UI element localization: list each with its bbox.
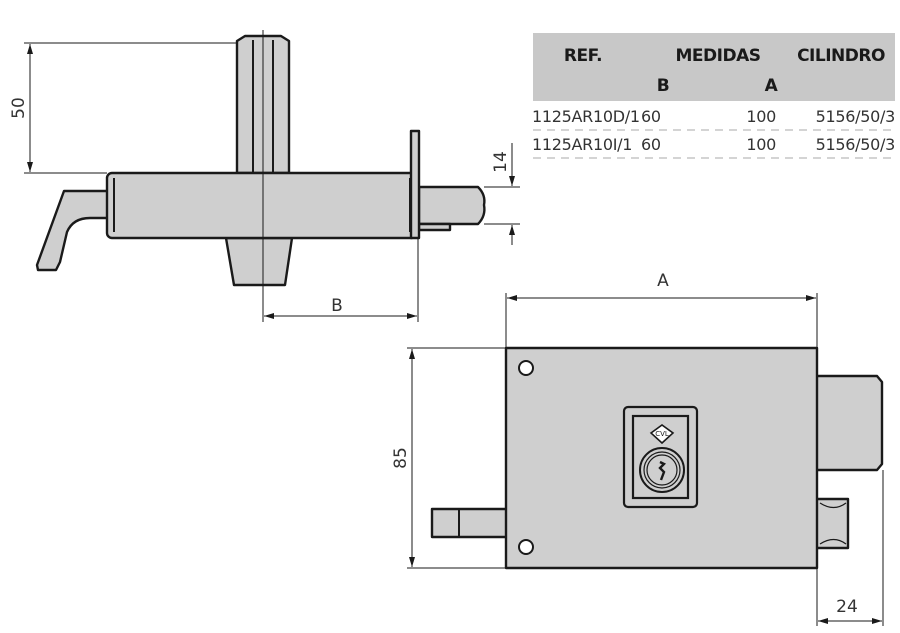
table-row: 1125AR10D/1 60 100 5156/50/3 [532, 107, 895, 126]
bolt [417, 185, 486, 226]
dim-cylinder-label: 24 [836, 597, 858, 617]
cell-cilindro: 5156/50/3 [816, 107, 895, 126]
table-header-bg [533, 33, 895, 101]
front-plate [409, 129, 421, 240]
header-medidas: MEDIDAS [676, 46, 761, 66]
screw-hole [518, 539, 534, 555]
cell-a: 100 [746, 107, 776, 126]
cell-cilindro: 5156/50/3 [816, 135, 895, 154]
side-view: 50 14 B [9, 30, 520, 322]
table-row: 1125AR10I/1 60 100 5156/50/3 [532, 135, 895, 154]
cell-ref: 1125AR10D/1 [532, 107, 640, 126]
cell-ref: 1125AR10I/1 [532, 135, 632, 154]
dim-a-label: A [657, 271, 669, 291]
cell-b: 60 [641, 135, 661, 154]
cvl-logo-icon: CVL [649, 424, 675, 445]
spec-table: REF. MEDIDAS CILINDRO B A 1125AR10D/1 60… [532, 33, 895, 159]
latch-bolt [430, 507, 510, 539]
screw-hole [518, 360, 534, 376]
header-a: A [765, 76, 779, 96]
header-cilindro: CILINDRO [797, 46, 885, 66]
dim-bolt-label: 14 [491, 151, 511, 173]
cell-a: 100 [746, 135, 776, 154]
lock-body-side [105, 171, 418, 240]
knob-grip [819, 502, 847, 545]
keyhole-cylinder-icon [639, 447, 685, 493]
cylinder-housing [813, 374, 884, 472]
header-b: B [657, 76, 669, 96]
dim-height-label: 50 [9, 97, 29, 119]
handle-lever [35, 189, 110, 272]
knob [813, 497, 850, 550]
header-ref: REF. [564, 46, 602, 66]
dim-b-label: B [331, 296, 343, 316]
bolt-tab [417, 222, 452, 232]
svg-text:CVL: CVL [655, 430, 669, 438]
cell-b: 60 [641, 107, 661, 126]
dim-front-height-label: 85 [391, 447, 411, 469]
knob-base [224, 236, 294, 287]
front-view: CVL A 85 24 [391, 271, 884, 626]
